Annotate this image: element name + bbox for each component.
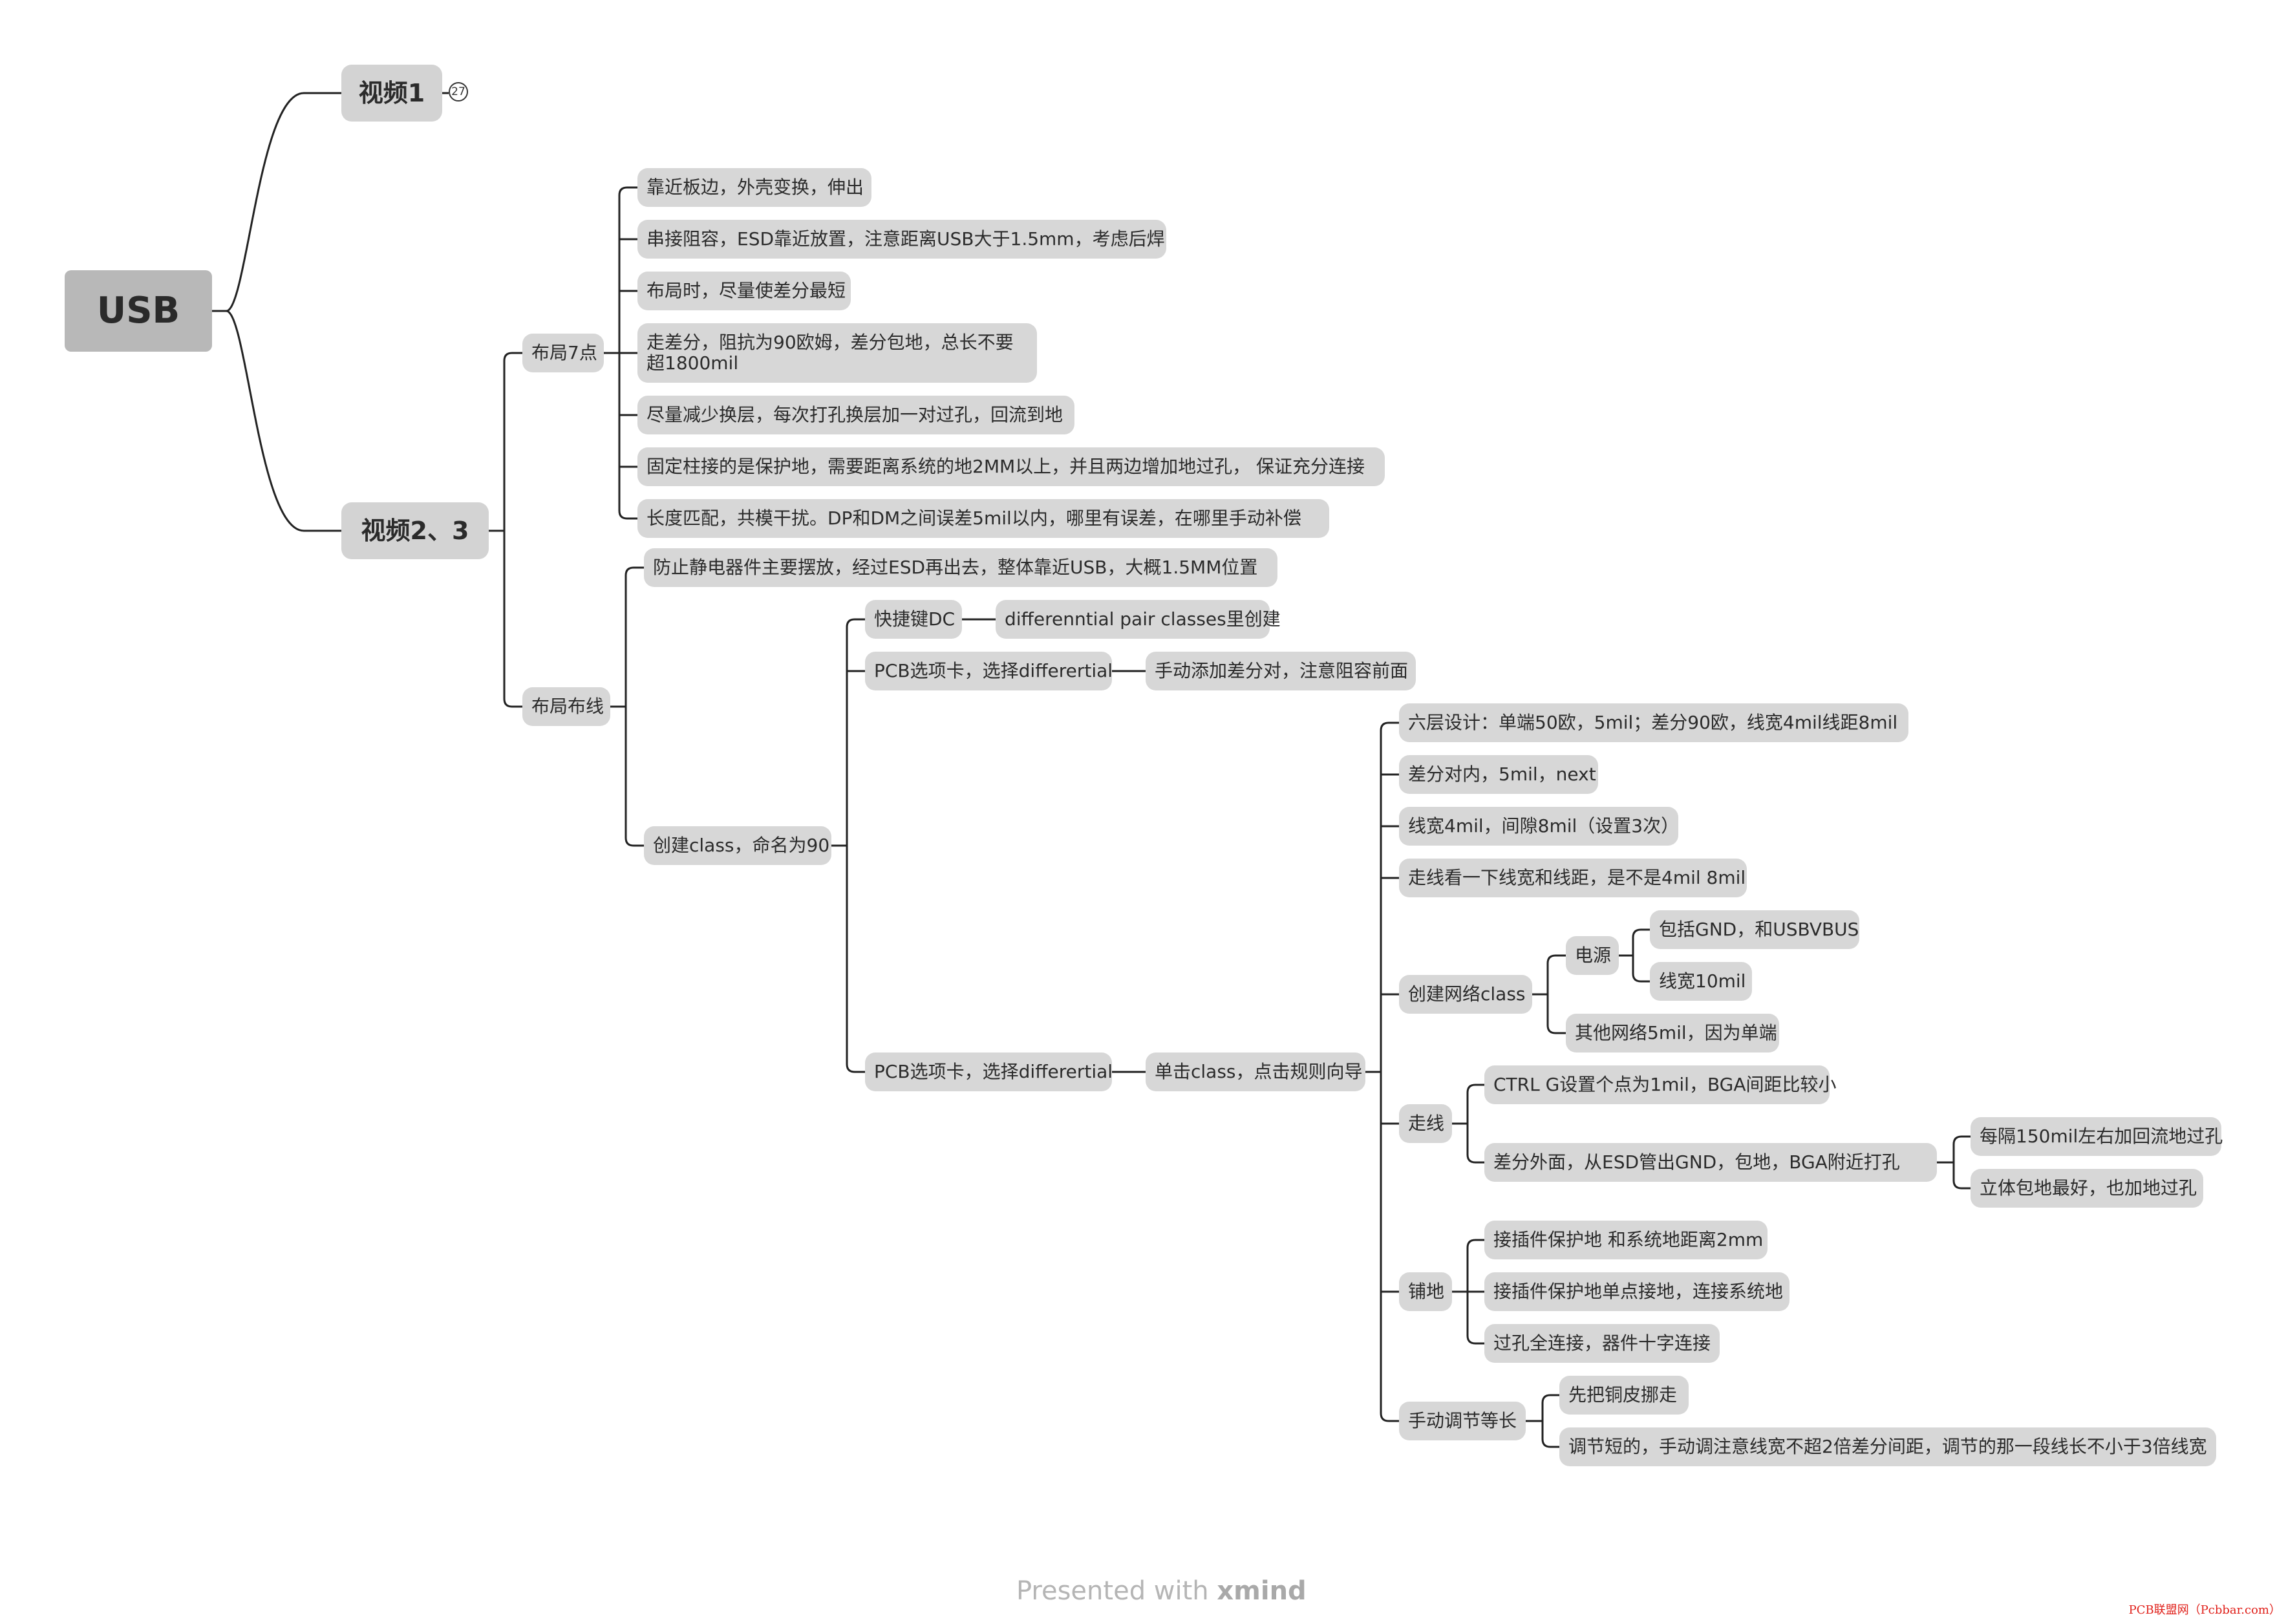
node-routing2[interactable]: 走线: [1399, 1104, 1452, 1143]
node-manual-diff-pair[interactable]: 手动添加差分对，注意阻容前面: [1146, 652, 1416, 690]
node-copper-c[interactable]: 过孔全连接，器件十字连接: [1484, 1324, 1720, 1363]
node-pcb-tab-1[interactable]: PCB选项卡，选择differertial: [865, 652, 1113, 690]
connector: [1546, 1025, 1566, 1034]
node-diff-inner[interactable]: 差分对内，5mil，next: [1399, 755, 1598, 794]
connector: [1541, 1438, 1559, 1448]
connector: [846, 1063, 865, 1073]
node-shortcut-dc[interactable]: 快捷键DC: [865, 600, 962, 639]
node-solid-ground[interactable]: 立体包地最好，也加地过孔: [1971, 1169, 2203, 1208]
presented-with-footer[interactable]: Presented with xmind: [1016, 1576, 1307, 1606]
connector: [1380, 721, 1399, 731]
connector: [226, 92, 341, 312]
node-video1[interactable]: 视频1: [341, 65, 442, 122]
node-net-class[interactable]: 创建网络class: [1399, 975, 1532, 1014]
connector: [1466, 1239, 1484, 1248]
node-six-layer[interactable]: 六层设计：单端50欧，5mil；差分90欧，线宽4mil线距8mil: [1399, 703, 1908, 742]
layout7-item[interactable]: 走差分，阻抗为90欧姆，差分包地，总长不要超1800mil: [637, 323, 1037, 383]
node-esd-placement[interactable]: 防止静电器件主要摆放，经过ESD再出去，整体靠近USB，大概1.5MM位置: [644, 548, 1277, 587]
node-copper-a[interactable]: 接插件保护地 和系统地距离2mm: [1484, 1221, 1768, 1259]
node-width-10mil[interactable]: 线宽10mil: [1650, 962, 1752, 1001]
connector: [1380, 1413, 1399, 1422]
node-other-nets[interactable]: 其他网络5mil，因为单端: [1566, 1014, 1779, 1052]
layout7-item[interactable]: 串接阻容，ESD靠近放置，注意距离USB大于1.5mm，考虑后焊: [637, 220, 1166, 259]
layout7-item[interactable]: 尽量减少换层，每次打孔换层加一对过孔，回流到地: [637, 396, 1074, 434]
connector: [1952, 1135, 1971, 1145]
node-create-class[interactable]: 创建class，命名为90: [644, 826, 831, 865]
node-check-width[interactable]: 走线看一下线宽和线距，是不是4mil 8mil: [1399, 859, 1747, 897]
node-video23[interactable]: 视频2、3: [341, 502, 489, 559]
connector: [1546, 954, 1566, 964]
layout7-item[interactable]: 靠近板边，外壳变换，伸出: [637, 168, 871, 207]
node-copper-b[interactable]: 接插件保护地单点接地，连接系统地: [1484, 1272, 1789, 1311]
layout7-item[interactable]: 固定柱接的是保护地，需要距离系统的地2MM以上，并且两边增加地过孔， 保证充分连…: [637, 447, 1385, 486]
node-diff-pair-classes[interactable]: differenntial pair classes里创建: [996, 600, 1281, 639]
node-pcb-tab-2[interactable]: PCB选项卡，选择differertial: [865, 1052, 1113, 1091]
node-manual-length[interactable]: 手动调节等长: [1399, 1402, 1526, 1440]
connector: [618, 186, 637, 196]
node-routing[interactable]: 布局布线: [522, 687, 610, 726]
watermark: PCB联盟网（Pcbbar.com）: [2128, 1603, 2281, 1617]
connector: [1466, 1084, 1484, 1093]
connector: [226, 310, 341, 532]
connector: [503, 698, 522, 708]
layout7-item[interactable]: 布局时，尽量使差分最短: [637, 272, 851, 310]
connector: [1952, 1180, 1971, 1190]
connector: [625, 837, 644, 847]
connector: [1466, 1154, 1484, 1164]
topic-count-badge[interactable]: 27: [449, 82, 468, 102]
node-rule-wizard[interactable]: 单击class，点击规则向导: [1146, 1052, 1365, 1091]
node-width-gap[interactable]: 线宽4mil，间隙8mil（设置3次）: [1399, 807, 1679, 846]
node-power[interactable]: 电源: [1566, 936, 1619, 975]
node-copper[interactable]: 铺地: [1399, 1272, 1452, 1311]
connector: [625, 566, 644, 576]
node-manual-a[interactable]: 先把铜皮挪走: [1559, 1376, 1689, 1415]
root-node-usb[interactable]: USB: [65, 270, 212, 352]
connector: [1632, 973, 1650, 983]
footer-text: Presented with: [1016, 1576, 1217, 1606]
connector: [1541, 1394, 1559, 1404]
xmind-logo: xmind: [1217, 1576, 1307, 1606]
connector: [1632, 928, 1650, 938]
node-every-150mil[interactable]: 每隔150mil左右加回流地过孔: [1971, 1117, 2223, 1156]
connector: [503, 352, 522, 361]
connector: [1466, 1335, 1484, 1345]
node-layout7[interactable]: 布局7点: [522, 334, 604, 372]
node-diff-outside[interactable]: 差分外面，从ESD管出GND，包地，BGA附近打孔: [1484, 1143, 1937, 1182]
connector: [618, 510, 637, 520]
node-manual-b[interactable]: 调节短的，手动调注意线宽不超2倍差分间距，调节的那一段线长不小于3倍线宽: [1559, 1427, 2216, 1466]
node-ctrl-g[interactable]: CTRL G设置个点为1mil，BGA间距比较小: [1484, 1065, 1837, 1104]
layout7-item[interactable]: 长度匹配，共模干扰。DP和DM之间误差5mil以内，哪里有误差，在哪里手动补偿: [637, 499, 1329, 538]
connector: [846, 618, 865, 628]
node-gnd-vbus[interactable]: 包括GND，和USBVBUS: [1650, 910, 1859, 949]
